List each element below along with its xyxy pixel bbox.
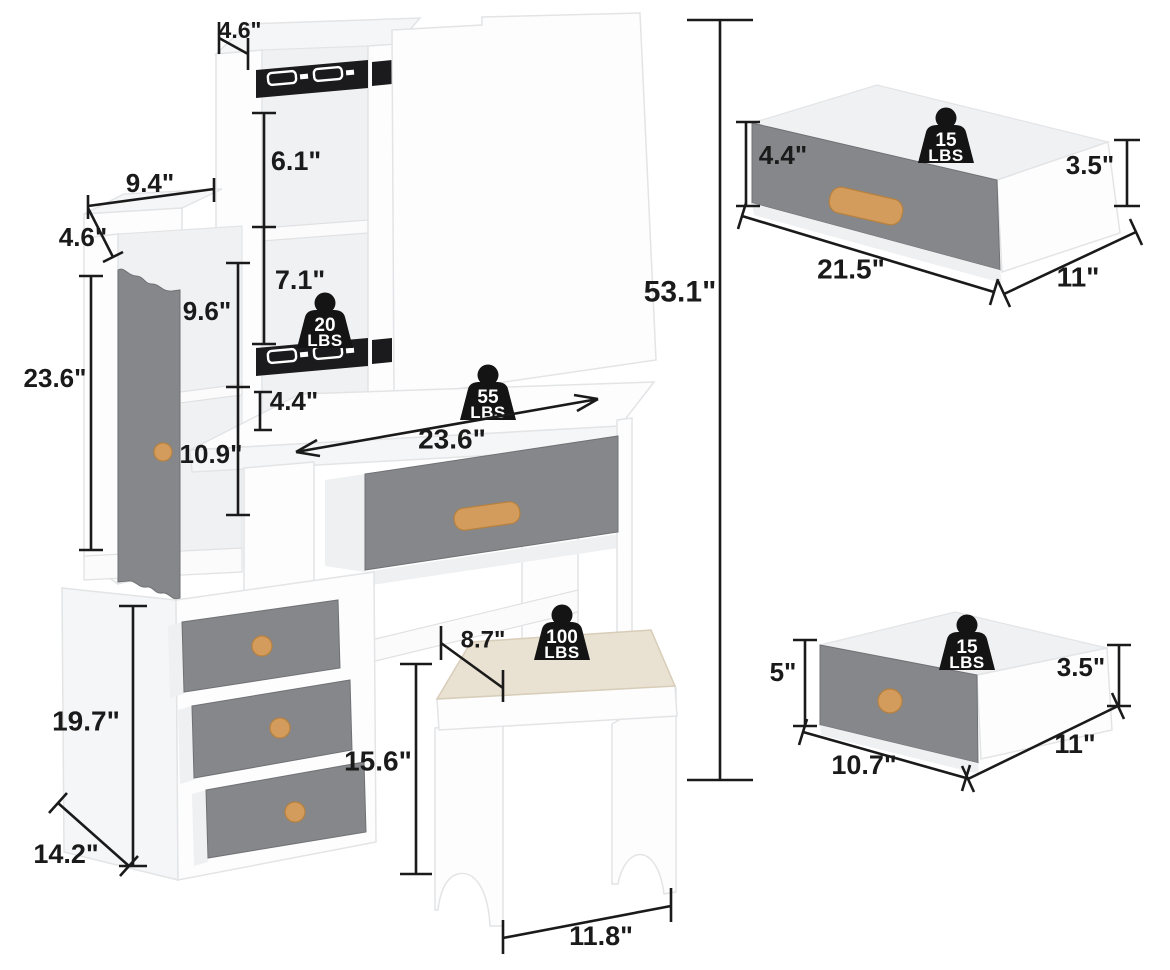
dim-large-drawer-side-height: 3.5" <box>1066 150 1114 180</box>
weight-small-drawer-value: 15 <box>956 637 978 658</box>
dim-upper-shelf-height: 6.1" <box>271 146 321 176</box>
dim-small-drawer-side-height: 3.5" <box>1057 652 1105 682</box>
lower-cabinet <box>61 571 377 881</box>
large-drawer-diagram <box>749 84 1121 283</box>
dim-hutch-depth: 4.6" <box>59 222 107 252</box>
weight-shelf-value: 20 <box>314 315 335 336</box>
dim-small-drawer-width: 10.7" <box>831 750 896 780</box>
weight-stool-unit: LBS <box>544 643 580 662</box>
dim-stool-width: 11.8" <box>569 921 633 951</box>
dim-slide-clearance: 4.4" <box>270 386 318 416</box>
cabinet-drawer-2 <box>178 679 353 784</box>
cabinet-drawer-1 <box>168 599 341 698</box>
sliding-mirror-panel <box>391 12 657 399</box>
dim-stool-height: 15.6" <box>344 746 412 777</box>
weight-badge-stool: 100 LBS <box>534 604 590 662</box>
dim-large-drawer-front-height: 4.4" <box>759 140 807 170</box>
dimension-annotations: 4.6" 9.4" 4.6" 6.1" 7.1" 9.6" 10.9" 23.6… <box>24 17 1144 954</box>
weight-desktop-value: 55 <box>477 387 499 408</box>
cabinet-drawer-1-knob <box>251 635 273 657</box>
weight-large-drawer-value: 15 <box>935 130 957 151</box>
cabinet-drawer-3-knob <box>284 801 306 823</box>
weight-badge-large-drawer: 15 LBS <box>918 107 974 165</box>
drawer-slide-rail-top <box>256 60 392 98</box>
stool <box>434 629 678 927</box>
dim-cabinet-height: 19.7" <box>52 706 120 737</box>
dim-small-drawer-front-height: 5" <box>770 657 797 687</box>
stool-left-leg <box>434 720 504 927</box>
small-drawer-bottom-edge <box>820 725 979 774</box>
dim-desktop-width: 23.6" <box>418 424 486 455</box>
center-drawer <box>325 435 619 572</box>
dim-large-drawer-width: 21.5" <box>817 254 885 285</box>
dim-overall-height: 53.1" <box>644 276 717 309</box>
dim-hutch-width: 9.4" <box>126 168 174 198</box>
dim-large-drawer-depth: 11" <box>1057 262 1100 293</box>
mirror-cabinet <box>214 12 657 441</box>
large-drawer-bottom-edge <box>752 203 1002 283</box>
center-drawer-handle <box>453 501 521 531</box>
center-drawer-front <box>364 435 619 571</box>
dim-hutch-open-height: 9.6" <box>183 296 231 326</box>
dim-lower-shelf-height: 7.1" <box>275 265 325 295</box>
stool-right-leg <box>611 686 677 895</box>
weight-large-drawer-unit: LBS <box>928 146 964 165</box>
weight-badge-shelf: 20 LBS <box>297 292 353 350</box>
dim-top-depth: 4.6" <box>219 17 262 43</box>
small-drawer-knob <box>877 688 903 714</box>
cabinet-drawer-2-knob <box>269 717 291 739</box>
weight-shelf-unit: LBS <box>307 331 343 350</box>
large-drawer-right-side <box>996 140 1121 274</box>
dim-door-section-height: 10.9" <box>180 439 243 469</box>
mirror-cabinet-interior <box>261 45 369 437</box>
dim-small-drawer-depth: 11" <box>1054 729 1095 759</box>
dim-hutch-side-height: 23.6" <box>24 363 87 393</box>
center-drawer-side <box>325 474 365 572</box>
hutch-door <box>117 268 181 600</box>
small-drawer-right-side <box>976 647 1113 760</box>
weight-small-drawer-unit: LBS <box>949 653 985 672</box>
dim-stool-seat-depth: 8.7" <box>461 627 506 654</box>
weight-badge-small-drawer: 15 LBS <box>939 614 995 672</box>
side-hutch <box>83 188 243 600</box>
weight-stool-value: 100 <box>546 627 578 648</box>
drawer-box-bottom <box>365 534 618 586</box>
dim-cabinet-depth: 14.2" <box>33 839 98 869</box>
hutch-door-knob <box>153 442 173 462</box>
large-drawer-handle <box>828 186 904 226</box>
cabinet-drawer-3 <box>192 761 367 866</box>
hutch-left-stile <box>83 233 119 586</box>
